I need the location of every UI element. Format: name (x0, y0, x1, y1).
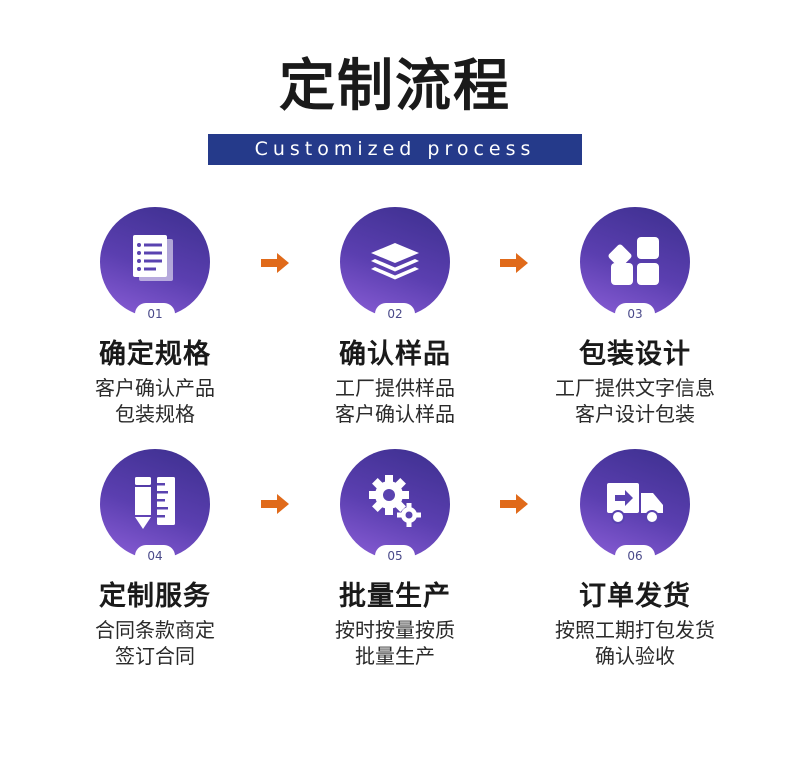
blocks-icon (608, 237, 659, 285)
arrow-right-icon (261, 494, 289, 514)
step-title: 订单发货 (579, 581, 691, 612)
step-number: 05 (375, 545, 415, 567)
step-title: 确认样品 (339, 339, 451, 370)
step-card-6: 06 订单发货 按照工期打包发货 确认验收 (515, 449, 755, 669)
step-desc-line1: 工厂提供文字信息 (555, 376, 715, 400)
step-desc-line2: 客户设计包装 (575, 402, 695, 426)
step-card-2: 02 确认样品 工厂提供样品 客户确认样品 (275, 207, 515, 427)
step-desc-line1: 按时按量按质 (335, 618, 455, 642)
step-desc-line1: 工厂提供样品 (335, 376, 455, 400)
step-title: 定制服务 (99, 581, 211, 612)
delivery-truck-icon (607, 483, 663, 524)
step-number: 03 (615, 303, 655, 325)
step-icon-circle: 06 (580, 449, 690, 567)
step-card-4: 04 定制服务 合同条款商定 签订合同 (35, 449, 275, 669)
step-title: 包装设计 (579, 339, 691, 370)
step-desc-line2: 客户确认样品 (335, 402, 455, 426)
arrow-right-icon (500, 494, 528, 514)
step-title: 批量生产 (339, 581, 451, 612)
step-title: 确定规格 (99, 339, 211, 370)
step-desc-line2: 签订合同 (115, 644, 195, 668)
step-icon-circle: 02 (340, 207, 450, 325)
step-icon-circle: 03 (580, 207, 690, 325)
step-number: 06 (615, 545, 655, 567)
subtitle-banner: Customized process (208, 134, 582, 165)
pencil-ruler-icon (135, 477, 175, 529)
step-card-5: 05 批量生产 按时按量按质 批量生产 (275, 449, 515, 669)
arrow-right-icon (500, 253, 528, 273)
step-icon-circle: 01 (100, 207, 210, 325)
gears-icon (369, 475, 421, 527)
step-card-1: 01 确定规格 客户确认产品 包装规格 (35, 207, 275, 427)
step-number: 01 (135, 303, 175, 325)
step-desc-line2: 确认验收 (595, 644, 675, 668)
step-icon-circle: 04 (100, 449, 210, 567)
step-icon-circle: 05 (340, 449, 450, 567)
step-number: 04 (135, 545, 175, 567)
layers-icon (371, 243, 419, 280)
step-desc-line2: 批量生产 (355, 644, 435, 668)
step-desc-line1: 按照工期打包发货 (555, 618, 715, 642)
page-title: 定制流程 (279, 54, 511, 119)
arrow-right-icon (261, 253, 289, 273)
document-list-icon (133, 235, 173, 281)
step-card-3: 03 包装设计 工厂提供文字信息 客户设计包装 (515, 207, 755, 427)
step-desc-line1: 合同条款商定 (95, 618, 215, 642)
step-desc-line2: 包装规格 (115, 402, 195, 426)
step-number: 02 (375, 303, 415, 325)
step-desc-line1: 客户确认产品 (95, 376, 215, 400)
